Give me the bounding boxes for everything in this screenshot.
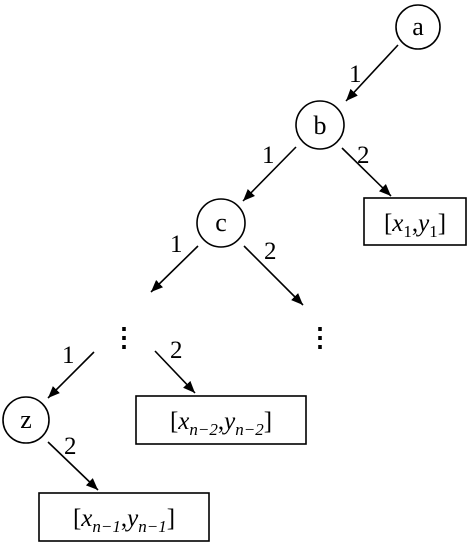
leaf-box-3: [xn−1,yn−1] [38, 492, 210, 542]
node-z: z [2, 396, 50, 444]
ellipsis-right: ⋮ [307, 323, 333, 352]
edge-label-left-z: 1 [62, 342, 75, 369]
leaf-box-2-label: [xn−2,yn−2] [170, 408, 272, 439]
node-b-label: b [314, 111, 327, 140]
node-a: a [395, 4, 441, 50]
leaf-box-2: [xn−2,yn−2] [135, 395, 307, 445]
edge-label-mid-box2: 2 [170, 337, 183, 364]
node-a-label: a [412, 12, 424, 41]
edge-label-a-b: 1 [349, 61, 362, 88]
node-z-label: z [20, 405, 32, 434]
edge-z-box3 [47, 441, 99, 491]
leaf-box-3-label: [xn−1,yn−1] [73, 505, 175, 536]
edge-label-c-right: 2 [264, 238, 277, 265]
node-c: c [196, 198, 246, 248]
leaf-box-1: [x1,y1] [363, 197, 467, 246]
edge-left-z [47, 351, 95, 399]
edge-mid-box2 [154, 350, 196, 394]
node-c-label: c [215, 208, 227, 237]
edge-a-b [345, 44, 399, 102]
node-b: b [295, 100, 345, 150]
edge-label-b-box1: 2 [357, 142, 370, 169]
edge-c-left [150, 245, 199, 293]
edge-label-b-c: 1 [262, 142, 275, 169]
edge-label-c-left: 1 [170, 231, 183, 258]
edge-b-c [242, 146, 297, 202]
edge-label-z-box3: 2 [64, 433, 77, 460]
edge-c-right [243, 245, 304, 306]
edge-b-box1 [341, 147, 392, 197]
leaf-box-1-label: [x1,y1] [384, 210, 446, 241]
ellipsis-middle: ⋮ [111, 323, 137, 352]
